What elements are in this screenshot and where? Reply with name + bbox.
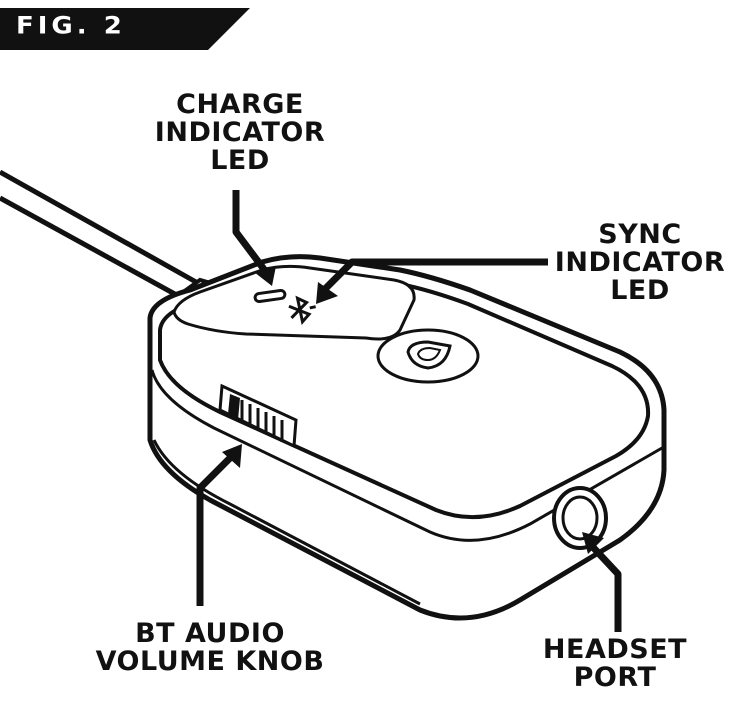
sync-label-line-2: INDICATOR	[554, 247, 726, 278]
charge-label-line-1: CHARGE	[176, 89, 304, 120]
brand-logo-icon	[376, 328, 480, 384]
figure-label: FIG. 2	[16, 12, 126, 40]
volume-arrow-head	[222, 444, 242, 468]
figure-banner: FIG. 2	[0, 0, 260, 54]
indicator-panel	[172, 264, 416, 341]
headset-label-line-1: HEADSET	[542, 634, 688, 665]
volume-label-line-2: VOLUME KNOB	[95, 646, 325, 677]
charge-led	[253, 288, 287, 304]
charge-arrow-head	[254, 266, 276, 286]
headset-port	[552, 486, 608, 550]
charge-indicator-label: CHARGE INDICATOR LED	[140, 91, 340, 175]
sync-label-line-1: SYNC	[598, 219, 682, 250]
volume-knob	[218, 383, 298, 449]
cable	[0, 169, 218, 301]
device-side-band	[150, 369, 663, 542]
headset-label-line-2: PORT	[573, 662, 657, 693]
sync-arrow-head	[316, 282, 338, 304]
sync-indicator-label: SYNC INDICATOR LED	[550, 221, 730, 305]
bluetooth-icon	[288, 295, 316, 325]
headset-arrow	[587, 541, 622, 632]
charge-label-line-2: INDICATOR	[154, 117, 326, 148]
headset-port-label: HEADSET PORT	[530, 636, 700, 692]
figure-banner-shape	[0, 8, 250, 50]
charge-arrow	[232, 190, 269, 275]
volume-label-line-1: BT AUDIO	[135, 618, 285, 649]
volume-arrow	[196, 451, 237, 606]
headset-arrow-head	[582, 532, 604, 554]
charge-label-line-3: LED	[210, 145, 270, 176]
sync-label-line-3: LED	[610, 275, 670, 306]
sync-arrow	[319, 258, 548, 295]
volume-knob-label: BT AUDIO VOLUME KNOB	[70, 620, 350, 676]
